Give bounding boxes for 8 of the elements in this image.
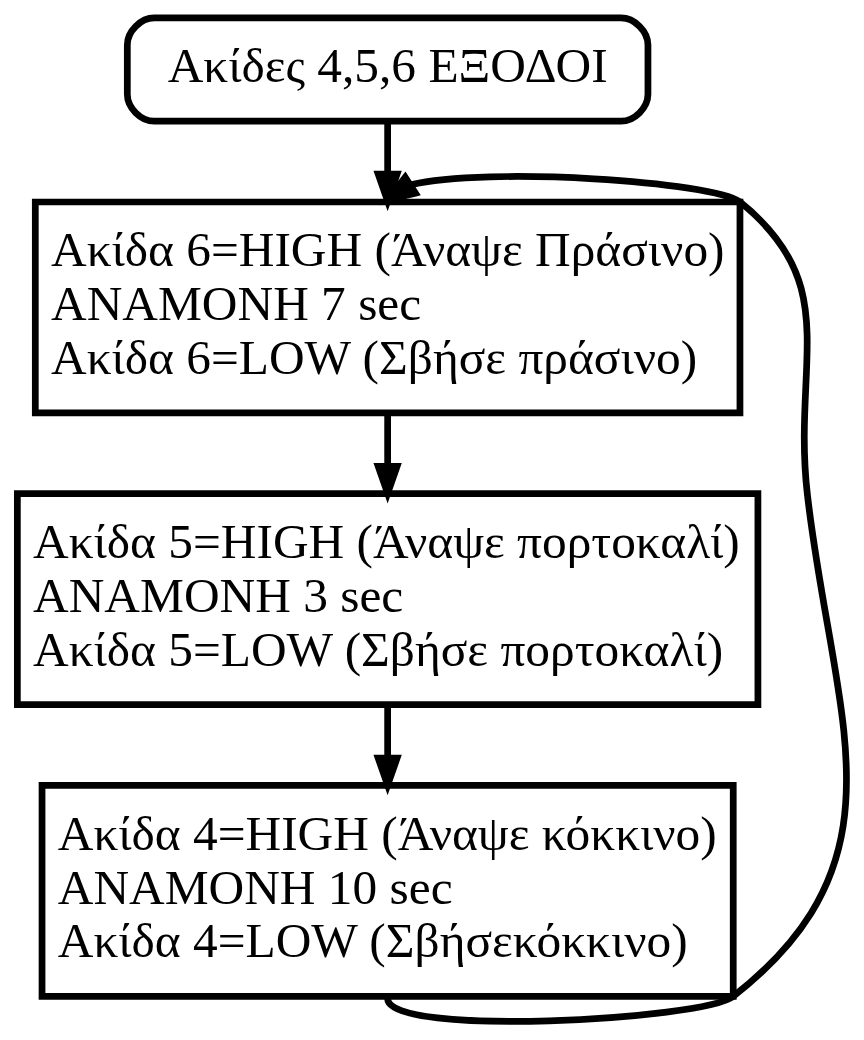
- node-box: Ακίδες 4,5,6 ΕΞΟΔΟΙ: [123, 14, 652, 125]
- arrow: [373, 413, 402, 504]
- node-box: Ακίδα 4=HIGH (Άναψε κόκκινο) ΑΝΑΜΟΝΗ 10 sec Ακίδα 4=LOW (Σβήσεκόκκινο): [38, 782, 737, 1000]
- arrow: [373, 121, 402, 212]
- node-box: Ακίδα 5=HIGH (Άναψε πορτοκαλί) ΑΝΑΜΟΝΗ 3 sec Ακίδα 5=LOW (Σβήσε πορτοκαλί): [14, 490, 762, 709]
- arrow: [373, 705, 402, 796]
- node-box: Ακίδα 6=HIGH (Άναψε Πράσινο) ΑΝΑΜΟΝΗ 7 sec Ακίδα 6=LOW (Σβήσε πράσινο): [31, 198, 744, 417]
- arrow: [379, 171, 850, 1025]
